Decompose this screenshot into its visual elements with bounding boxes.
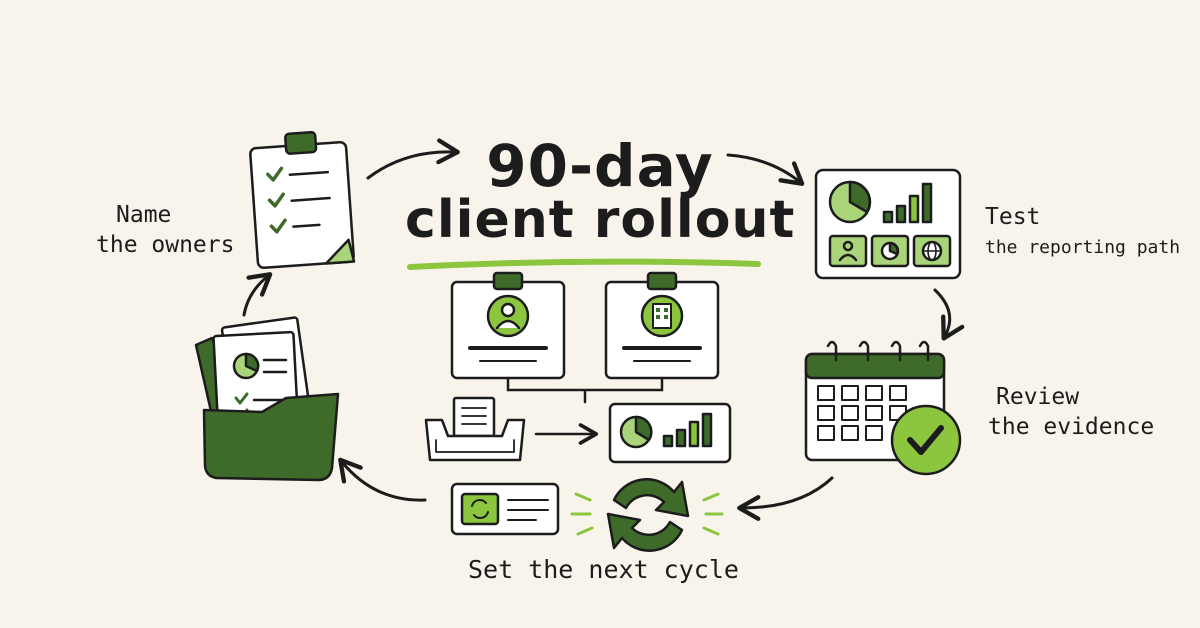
arrow-folder-to-owners [242,272,273,317]
calendar-check-icon [804,340,962,476]
diagram-title-line2: client rollout [405,190,796,250]
cards-connector [506,376,664,404]
document-folder-icon [194,316,340,482]
label-review-line1: Review [996,384,1080,410]
arrow-test-to-review [933,288,965,341]
diagram-title-line1: 90-day [486,132,714,200]
arrow-owners-to-title [366,138,460,180]
building-profile-card-icon [604,271,720,380]
title-underline [407,258,761,270]
inbox-tray-icon [424,396,526,462]
arrow-cycle-to-folder [338,457,427,502]
label-test-line2: the reporting path [985,237,1181,258]
refresh-cycle-icon [570,478,724,552]
arrow-title-to-test [726,153,805,186]
person-profile-card-icon [450,271,566,380]
label-test-line1: Test [985,204,1041,230]
arrow-review-to-cycle [737,476,834,521]
label-next-cycle: Set the next cycle [468,555,739,584]
refresh-card-icon [450,482,560,536]
label-review-line2: the evidence [988,414,1155,440]
clipboard-checklist-icon [249,130,356,270]
label-name-owners-line2: the owners [96,232,235,258]
report-dashboard-icon [814,168,962,280]
chart-report-icon [608,402,732,464]
cycle-arrows [242,138,965,521]
label-name-owners-line1: Name [116,202,172,228]
